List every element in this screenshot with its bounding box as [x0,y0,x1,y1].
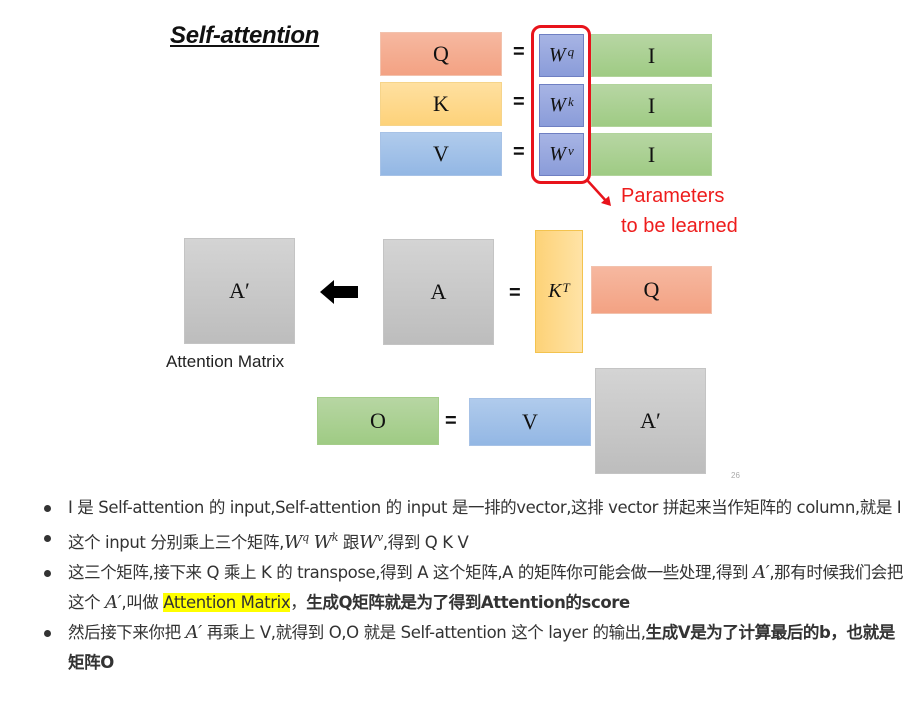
notes-list: I 是 Self-attention 的 input,Self-attentio… [40,493,910,678]
q-matrix: Q [380,32,502,76]
note-text: I 是 Self-attention 的 input,Self-attentio… [68,498,902,517]
math-wv: Wv [358,531,383,553]
weight-symbol: W [548,44,566,66]
parameters-label-line2: to be learned [621,215,738,237]
math-wq: Wq [283,531,309,553]
attention-matrix-label: Attention Matrix [166,352,285,371]
i-matrix: I [591,34,712,77]
note-text: 这个 input 分别乘上三个矩阵, [68,533,284,552]
math-symbol: W [313,532,333,553]
a-prime-matrix-2: A′ [595,368,706,474]
note-item: 这个 input 分别乘上三个矩阵,Wq Wk 跟Wv,得到 Q K V [40,523,910,558]
q-matrix-2: Q [591,266,712,314]
equals-sign: = [445,410,457,432]
math-symbol: W [283,532,303,553]
note-item: 然后接下来你把 A′ 再乘上 V,就得到 O,O 就是 Self-attenti… [40,618,910,678]
math-sup: v [377,531,383,544]
v-matrix: V [380,132,502,176]
slide-title: Self-attention [170,22,320,49]
weight-superscript: q [567,43,575,59]
math-sup: k [331,531,339,544]
math-a-prime: A′ [753,562,770,583]
page-number: 26 [731,471,740,480]
note-text: ,叫做 [121,593,164,612]
note-text: ,得到 Q K V [382,533,469,552]
math-a-prime: A′ [185,622,203,643]
kt-symbol: K [548,280,562,302]
a-prime-matrix: A′ [184,238,295,344]
note-text: ,那有时候我们会把这个 [68,563,903,612]
note-item: 这三个矩阵,接下来 Q 乘上 K 的 transpose,得到 A 这个矩阵,A… [40,558,910,618]
parameters-label: Parameters to be learned [621,181,738,241]
weight-symbol: W [549,94,566,116]
weight-superscript: v [567,142,574,158]
red-arrow-icon [586,179,611,206]
o-matrix: O [317,397,439,445]
equals-sign: = [513,41,525,63]
kt-superscript: T [562,279,570,295]
note-item: I 是 Self-attention 的 input,Self-attentio… [40,493,910,523]
parameters-label-line1: Parameters [621,185,725,207]
a-matrix: A [383,239,494,345]
v-matrix-2: V [469,398,591,446]
bold-note: 生成Q矩阵就是为了得到Attention的score [306,593,630,612]
note-text: 然后接下来你把 [68,623,186,642]
parameters-highlight-frame [531,25,591,184]
k-matrix: K [380,82,502,126]
left-arrow-icon [320,280,358,304]
note-text: ， [290,593,307,612]
note-text: 再乘上 V,就得到 O,O 就是 Self-attention 这个 layer… [201,623,646,642]
equals-sign: = [513,91,525,113]
equals-sign: = [509,282,521,304]
i-matrix: I [591,133,712,176]
note-text: 跟 [337,533,360,552]
i-matrix: I [591,84,712,127]
math-wk: Wk [313,531,339,553]
math-a-prime: A′ [105,592,122,613]
equals-sign: = [513,141,525,163]
bold-note: 生成V是为了计算最后的b，也就是矩阵O [68,623,895,672]
note-text: 这三个矩阵,接下来 Q 乘上 K 的 transpose,得到 A 这个矩阵,A… [68,563,754,582]
math-sup: q [302,531,309,544]
weight-symbol: W [549,143,566,165]
weight-superscript: k [567,93,574,109]
math-symbol: W [358,532,378,553]
highlighted-term: Attention Matrix [163,593,291,612]
